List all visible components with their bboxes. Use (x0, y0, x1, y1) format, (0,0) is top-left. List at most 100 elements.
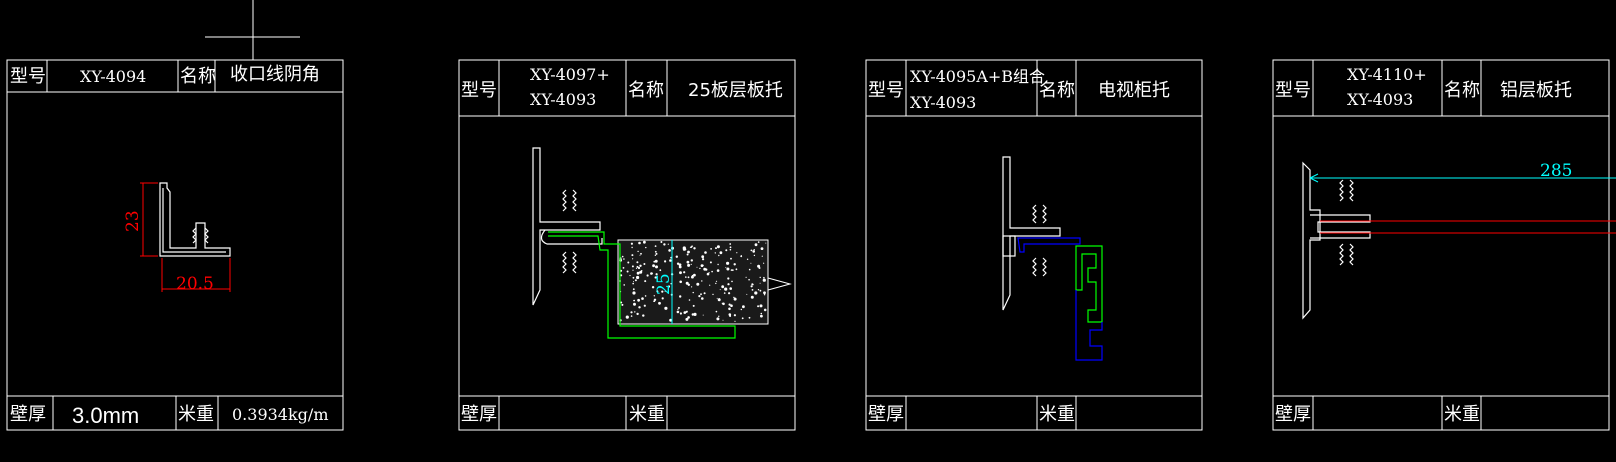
weight-label: 米重 (178, 404, 214, 425)
board-speckle (733, 296, 735, 299)
board-speckle (731, 280, 733, 283)
board-speckle (656, 290, 659, 293)
board-speckle (687, 263, 691, 267)
weight-value: 0.3934kg/m (232, 405, 328, 424)
board-speckle (658, 301, 661, 305)
board-speckle (702, 314, 704, 316)
board-speckle (719, 251, 723, 255)
shelf-bracket-profile-shape (1302, 161, 1371, 320)
board-speckle (683, 271, 686, 274)
board-speckle (653, 260, 656, 263)
board-speckle (655, 252, 658, 255)
board-speckle (706, 272, 710, 276)
name-value: 电视柜托 (1098, 80, 1170, 101)
board-speckle (725, 267, 727, 269)
board-speckle (637, 250, 639, 253)
board-speckle (683, 311, 687, 314)
board-speckle (631, 265, 634, 268)
board-speckle (687, 283, 690, 286)
board-speckle (716, 317, 720, 321)
board-speckle (645, 246, 647, 249)
board-speckle (655, 265, 658, 269)
board-speckle (633, 281, 634, 283)
board-speckle (701, 297, 704, 300)
board-speckle (641, 297, 644, 300)
board-speckle (754, 243, 758, 247)
board-speckle (630, 311, 633, 314)
board-speckle (679, 312, 683, 315)
board-speckle (750, 285, 753, 288)
board-speckle (632, 269, 634, 271)
model-label: 型号 (10, 66, 46, 87)
board-speckle (632, 288, 635, 291)
board-speckle (733, 314, 737, 317)
board-speckle (760, 312, 763, 315)
board-speckle (636, 261, 639, 264)
board-speckle (654, 250, 657, 253)
board-speckle (765, 242, 767, 244)
board-speckle (763, 276, 765, 279)
board-speckle (759, 289, 762, 292)
board-speckle (692, 304, 695, 307)
board-speckle (640, 252, 642, 255)
board-speckle (651, 286, 655, 289)
board-speckle (652, 272, 654, 274)
board-speckle (640, 270, 643, 272)
board-speckle (623, 284, 625, 286)
board-25mm (617, 239, 769, 325)
board-speckle (627, 261, 630, 264)
board-speckle (655, 273, 658, 276)
board-speckle (751, 289, 754, 291)
board-speckle (654, 254, 657, 256)
board-speckle (679, 271, 682, 275)
board-speckle (740, 255, 743, 258)
board-speckle (687, 316, 690, 319)
board-speckle (633, 302, 636, 306)
board-speckle (759, 304, 763, 308)
board-speckle (727, 283, 730, 286)
board-speckle (678, 263, 682, 267)
board-speckle (635, 267, 638, 269)
dim-height-label: 23 (123, 210, 143, 232)
board-speckle (701, 255, 705, 259)
board-speckle (735, 268, 738, 271)
board-speckle (753, 254, 756, 257)
weight-label: 米重 (629, 404, 665, 425)
board-speckle (654, 245, 657, 248)
board-speckle (733, 297, 737, 301)
board-speckle (733, 263, 736, 266)
board-speckle (715, 247, 717, 250)
board-speckle (642, 314, 645, 317)
board-speckle (729, 287, 732, 290)
board-speckle (701, 280, 703, 282)
board-speckle (757, 241, 760, 243)
board-speckle (677, 306, 680, 309)
board-speckle (633, 299, 636, 302)
board-speckle (730, 304, 733, 308)
model-value-line2: XY-4093 (1347, 90, 1413, 109)
board-speckle (686, 253, 689, 256)
name-value: 收口线阴角 (230, 64, 320, 85)
board-speckle (722, 302, 725, 306)
board-speckle (643, 263, 646, 265)
board-speckle (689, 246, 692, 248)
board-speckle (712, 293, 714, 296)
board-speckle (653, 298, 657, 301)
board-speckle (727, 277, 730, 280)
dimension-lines-red (140, 182, 231, 292)
board-speckle (726, 267, 730, 271)
board-speckle (693, 273, 696, 277)
board-speckle (728, 303, 731, 306)
board-speckle (729, 248, 732, 251)
board-speckle (726, 261, 730, 265)
board-speckle (660, 241, 663, 243)
bracket-profile-shape (532, 147, 603, 306)
board-speckle (763, 291, 766, 295)
name-label: 名称 (1039, 80, 1075, 101)
profile-card-1: 型号 XY-4094 名称 收口线阴角 壁厚 3.0mm 米重 0.3934kg… (6, 59, 344, 431)
board-speckle (760, 247, 764, 251)
clip-profile-blue (1017, 237, 1081, 253)
board-speckle (691, 286, 693, 288)
board-speckle (631, 254, 634, 257)
board-speckle (650, 272, 653, 275)
